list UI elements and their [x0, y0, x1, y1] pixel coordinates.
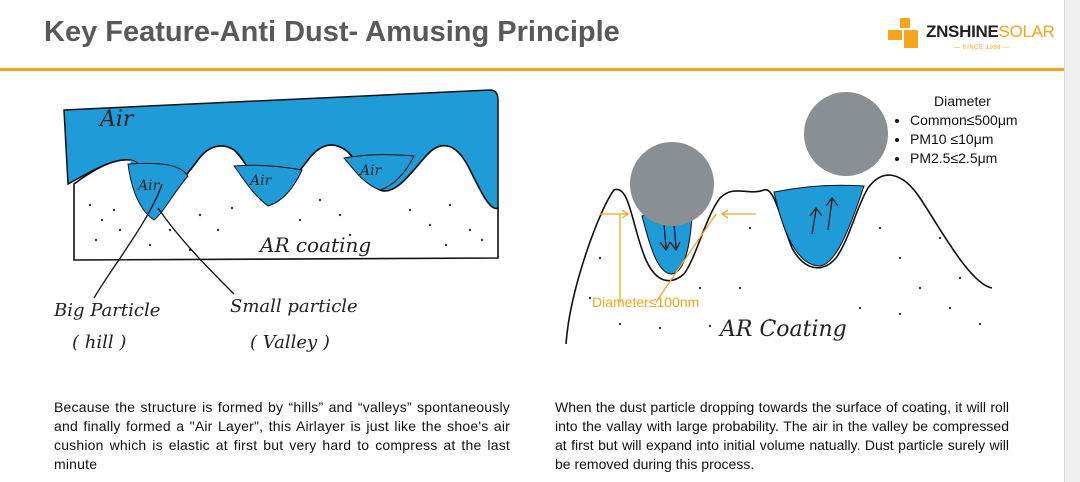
air-pocket-shape: [773, 184, 865, 267]
small-dust-particle: [630, 142, 714, 226]
coating-dots: [88, 198, 484, 252]
header-divider: [0, 68, 1064, 71]
right-description: When the dust particle dropping towards …: [555, 399, 1009, 472]
air-pocket-label: Air: [358, 163, 383, 179]
logo-mark-square: [904, 30, 918, 48]
small-particle-pointer: [157, 207, 235, 295]
left-diagram: Air Air Air Air AR coating Big Particle …: [53, 89, 499, 353]
logo-since: — SINCE 1988 —: [954, 45, 1010, 51]
big-particle-sublabel: ( hill ): [72, 332, 126, 353]
ar-coating-label: AR coating: [258, 233, 371, 257]
coating-dots: [588, 226, 982, 330]
legend-item: Common≤500μm: [910, 111, 1018, 130]
diameter-legend: Diameter Common≤500μm PM10 ≤10μm PM2.5≤2…: [888, 92, 1018, 168]
diameter-dimension-label: Diameter≤100nm: [592, 294, 700, 310]
air-pocket-label: Air: [136, 178, 161, 194]
logo-wordmark: ZNSHINESOLAR: [926, 22, 1055, 42]
legend-item: PM10 ≤10μm: [910, 130, 1018, 149]
left-description: Because the structure is formed by “hill…: [54, 399, 510, 472]
ar-coating-shape: [565, 174, 993, 345]
logo-mark-square: [888, 30, 902, 40]
air-pocket-label: Air: [248, 173, 273, 189]
small-particle-sublabel: ( Valley ): [250, 332, 330, 353]
logo-name: ZNSHINE: [926, 22, 999, 41]
large-dust-particle: [804, 92, 888, 176]
up-arrow-icon: [809, 197, 839, 235]
logo-accent: SOLAR: [998, 22, 1055, 41]
air-pocket-shape: [343, 154, 415, 191]
small-particle-label: Small particle: [230, 296, 358, 317]
air-pocket-shape: [233, 164, 303, 207]
page-title: Key Feature-Anti Dust- Amusing Principle: [44, 16, 620, 48]
air-pocket-shape: [127, 162, 189, 221]
legend-heading: Diameter: [934, 93, 991, 109]
legend-item: PM2.5≤2.5μm: [910, 149, 1018, 168]
diameter-dimension: [600, 209, 756, 303]
legend-list: Common≤500μm PM10 ≤10μm PM2.5≤2.5μm: [888, 111, 1018, 168]
down-arrow-icon: [659, 223, 681, 252]
big-particle-pointer: [93, 183, 163, 299]
ar-coating-label: AR Coating: [718, 317, 847, 342]
vertical-scrollbar[interactable]: [1064, 0, 1080, 482]
company-logo: ZNSHINESOLAR — SINCE 1988 —: [884, 18, 1055, 58]
right-diagram: AR Coating: [565, 92, 993, 345]
logo-mark-square: [900, 18, 910, 28]
air-top-label: Air: [98, 107, 135, 132]
big-particle-label: Big Particle: [53, 300, 160, 321]
